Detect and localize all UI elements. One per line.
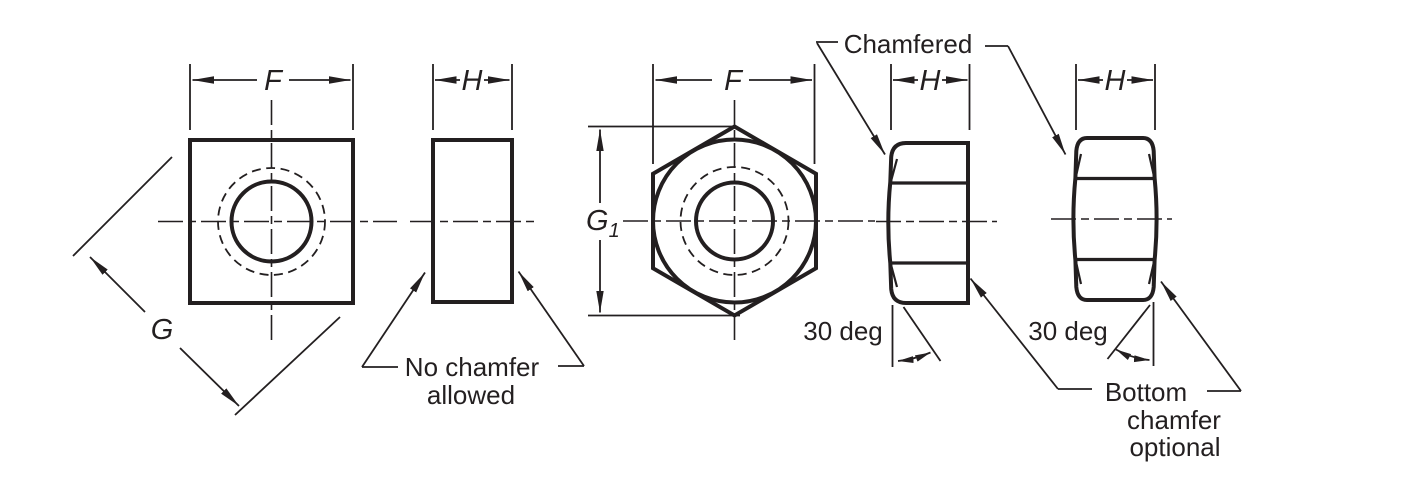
leader-line-left <box>361 272 426 368</box>
angle-arc-arrows <box>1115 348 1150 363</box>
hex-nut-side-view-double-chamfer: H 30 deg <box>1028 64 1172 366</box>
leader-line-left <box>969 277 1059 390</box>
leader-line-right <box>1160 280 1242 392</box>
chamfer-edge-upper-left <box>1074 153 1083 178</box>
leader-line-left <box>816 42 886 155</box>
angle-label-left: 30 deg <box>803 316 883 346</box>
chamfer-edge-lower-right <box>1147 260 1156 285</box>
no-chamfer-label-line1: No chamfer <box>405 352 540 382</box>
angle-label-right: 30 deg <box>1028 316 1108 346</box>
chamfered-label: Chamfered <box>844 29 973 59</box>
dimension-h-hex-side-1: H <box>890 64 971 130</box>
chamfer-angle-dim-left: 30 deg <box>803 305 942 367</box>
chamfered-nut-outline <box>886 141 970 305</box>
leader-line-right <box>1007 45 1067 155</box>
dimension-f-hex: F <box>652 64 816 164</box>
dim-label-h: H <box>462 65 483 97</box>
chamfer-angle-dim-right: 30 deg <box>1028 302 1155 366</box>
dim-label-f: F <box>724 65 744 97</box>
dimension-arrow-lower <box>179 347 240 407</box>
dimension-f-square: F <box>189 64 354 130</box>
bottom-chamfer-callout: Bottom chamfer optional <box>969 277 1242 462</box>
chamfer-edge-lower-left <box>1074 260 1083 285</box>
chamfer-edge-upper <box>889 158 899 183</box>
dimension-arrow-upper <box>89 256 146 313</box>
square-nut-face-view: F G <box>72 64 397 416</box>
bottom-chamfer-label-line1: Bottom <box>1105 377 1187 407</box>
leader-line-right <box>517 270 585 367</box>
chamfer-edge-lower <box>889 263 899 288</box>
dimension-h-square-side: H <box>432 64 513 130</box>
extension-line-diagonal <box>72 156 173 257</box>
hex-nut-face-view: F G1 <box>586 64 875 344</box>
bottom-chamfer-label-line3: optional <box>1129 432 1220 462</box>
dim-label-h: H <box>1105 65 1126 97</box>
no-chamfer-callout: No chamfer allowed <box>361 270 585 410</box>
hex-nut-side-view-single-chamfer: H 30 deg <box>803 64 997 367</box>
dimension-g1-hex: G1 <box>586 125 740 317</box>
chamfer-angle-line <box>902 306 942 362</box>
dim-label-h: H <box>920 65 941 97</box>
dim-label-f: F <box>264 65 284 97</box>
chamfered-callout: Chamfered <box>816 29 1067 155</box>
dim-label-g1: G1 <box>586 205 620 242</box>
no-chamfer-label-line2: allowed <box>427 380 515 410</box>
dimension-g-square: G <box>72 156 341 416</box>
dim-label-g: G <box>151 314 174 346</box>
chamfer-edge-upper-right <box>1147 153 1156 178</box>
angle-arc-arrows <box>897 351 931 363</box>
square-nut-side-view: H No chamfer allowed <box>361 64 585 410</box>
extension-line-diagonal <box>234 316 341 416</box>
double-chamfered-nut-outline <box>1071 136 1159 302</box>
bottom-chamfer-label-line2: chamfer <box>1127 405 1221 435</box>
chamfer-angle-line <box>1106 304 1151 360</box>
dimension-h-hex-side-2: H <box>1075 64 1156 130</box>
